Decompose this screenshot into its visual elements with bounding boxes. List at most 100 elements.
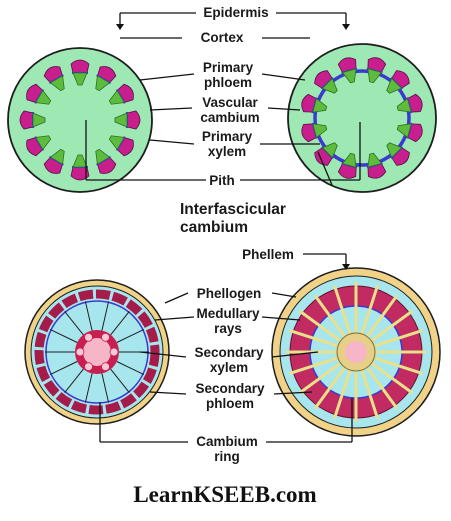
epidermis-outline bbox=[7, 47, 153, 193]
label-vascular-cambium-1: Vascular bbox=[202, 95, 258, 110]
label-interfascicular-2: cambium bbox=[180, 219, 248, 236]
xylem-wedge bbox=[312, 97, 328, 113]
vascular-bundle bbox=[19, 110, 46, 130]
vascular-bundle bbox=[70, 59, 90, 86]
phloem-cap bbox=[96, 66, 117, 84]
phloem-cap bbox=[407, 93, 423, 113]
label-secondary-xylem-2: xylem bbox=[210, 360, 248, 375]
primary-stem-section bbox=[7, 47, 153, 193]
xylem-cell bbox=[109, 347, 119, 357]
phloem-cap bbox=[26, 136, 44, 157]
xylem-cell bbox=[84, 362, 93, 372]
medullary-ray bbox=[101, 373, 110, 403]
xylem-wedge bbox=[72, 72, 88, 86]
vascular-bundle bbox=[43, 148, 65, 174]
phloem-cap bbox=[116, 136, 134, 157]
secondary-stem-late bbox=[271, 267, 441, 437]
vascular-bundle bbox=[26, 135, 52, 157]
label-primary-phloem-1: Primary bbox=[203, 60, 254, 75]
label-phellogen: Phellogen bbox=[197, 286, 262, 301]
label-epidermis: Epidermis bbox=[203, 5, 268, 20]
medullary-ray bbox=[101, 301, 110, 331]
phloem-cap bbox=[43, 66, 64, 84]
xylem-wedge bbox=[108, 89, 125, 105]
medullary-ray bbox=[373, 328, 424, 348]
medullary-ray bbox=[49, 328, 78, 343]
pith-core bbox=[83, 338, 111, 366]
phloem-cap bbox=[314, 147, 333, 166]
xylem-wedge bbox=[396, 123, 412, 139]
xylem-cell bbox=[75, 347, 85, 357]
xylem-wedge bbox=[341, 152, 357, 168]
xylem-wedge bbox=[95, 148, 111, 165]
phloem-cap bbox=[301, 93, 317, 113]
top-leaders bbox=[85, 12, 361, 186]
vascular-bundle bbox=[95, 66, 117, 92]
medullary-ray bbox=[370, 361, 414, 395]
vascular-bundle bbox=[114, 110, 141, 130]
label-medullary-rays-1: Medullary bbox=[196, 306, 260, 321]
phloem-cap bbox=[19, 110, 34, 130]
medullary-ray bbox=[298, 309, 342, 343]
xylem-wedge bbox=[321, 77, 338, 94]
xylem-wedge bbox=[367, 152, 383, 168]
xylem-wedge bbox=[32, 112, 46, 128]
medullary-ray bbox=[360, 369, 380, 420]
xylem-wedge bbox=[35, 89, 52, 105]
vascular-bundle bbox=[95, 148, 117, 174]
secondary-phloem-ring bbox=[34, 289, 160, 415]
epidermis-outline-right bbox=[287, 43, 437, 193]
label-pith: Pith bbox=[209, 173, 235, 188]
label-cambium-ring-2: ring bbox=[214, 449, 240, 464]
medullary-ray bbox=[288, 328, 339, 348]
label-primary-xylem-1: Primary bbox=[202, 129, 253, 144]
medullary-ray bbox=[313, 366, 347, 410]
vascular-bundle bbox=[70, 154, 90, 181]
phloem-cap bbox=[337, 57, 357, 73]
medullary-ray bbox=[49, 361, 78, 376]
vascular-bundle bbox=[301, 122, 328, 143]
vascular-bundles-right bbox=[301, 57, 423, 179]
phloem-cap bbox=[391, 147, 410, 166]
label-cambium-ring-1: Cambium bbox=[196, 434, 258, 449]
label-primary-phloem-2: phloem bbox=[204, 75, 252, 90]
vascular-bundle bbox=[366, 57, 387, 84]
xylem-wedge bbox=[396, 97, 412, 113]
medullary-ray bbox=[64, 310, 84, 336]
xylem-wedge bbox=[386, 142, 403, 159]
vascular-bundle bbox=[366, 152, 387, 179]
phloem-cap bbox=[367, 163, 387, 179]
medullary-ray bbox=[365, 366, 399, 410]
vascular-bundle bbox=[314, 142, 338, 166]
phloem-cap bbox=[314, 70, 333, 89]
xylem-cell bbox=[101, 332, 110, 342]
phloem-cap bbox=[391, 70, 410, 89]
xylem-wedge bbox=[386, 77, 403, 94]
medullary-ray bbox=[116, 361, 145, 376]
label-primary-xylem-2: xylem bbox=[208, 144, 246, 159]
xylem-wedge bbox=[49, 148, 65, 165]
cambium-ring-line bbox=[313, 69, 411, 167]
phloem-cap bbox=[367, 57, 387, 73]
vascular-bundle bbox=[337, 152, 358, 179]
vascular-bundle bbox=[43, 66, 65, 92]
phloem-cap bbox=[70, 59, 90, 74]
xylem-wedge bbox=[35, 135, 52, 151]
bottom-leaders bbox=[99, 253, 353, 443]
phloem-cap bbox=[337, 163, 357, 179]
medullary-ray bbox=[373, 356, 424, 376]
phloem-cap bbox=[96, 156, 117, 174]
xylem-cell bbox=[84, 332, 93, 342]
xylem-wedge bbox=[341, 68, 357, 84]
vascular-bundle bbox=[386, 70, 410, 94]
interfascicular-stem-section bbox=[287, 43, 437, 193]
phloem-cap bbox=[126, 110, 141, 130]
xylem-wedge bbox=[367, 68, 383, 84]
label-secondary-xylem-1: Secondary bbox=[194, 345, 264, 360]
phloem-cap bbox=[43, 156, 64, 174]
medullary-ray bbox=[288, 356, 339, 376]
vascular-bundle bbox=[301, 93, 328, 114]
label-secondary-phloem-1: Secondary bbox=[195, 381, 265, 396]
medullary-ray bbox=[332, 369, 352, 420]
medullary-ray bbox=[84, 301, 93, 331]
